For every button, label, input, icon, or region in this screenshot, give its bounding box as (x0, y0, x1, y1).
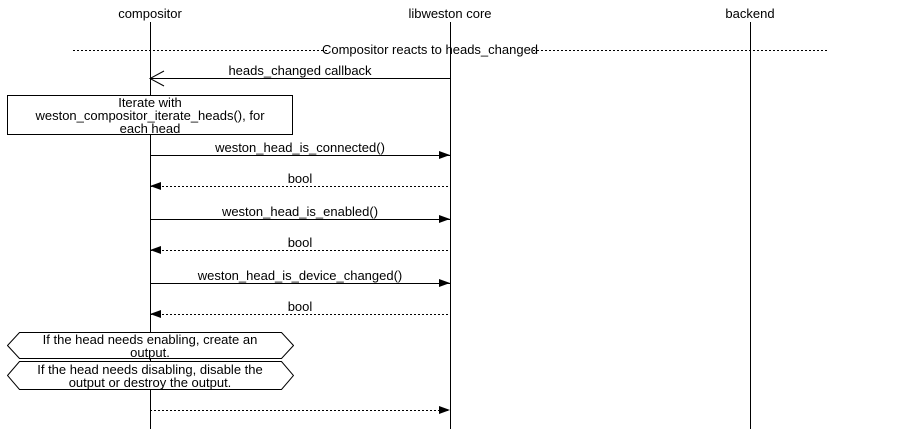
message-label-head-is-enabled: weston_head_is_enabled() (221, 204, 379, 219)
filled-arrowhead-left-icon (150, 246, 161, 254)
divider-line-left (73, 50, 327, 51)
message-label-head-is-device-changed: weston_head_is_device_changed() (197, 268, 403, 283)
filled-arrowhead-left-icon (150, 310, 161, 318)
message-label-head-is-connected: weston_head_is_connected() (215, 140, 385, 155)
filled-arrowhead-right-icon (439, 279, 450, 287)
note-line: If the head needs enabling, create an (42, 332, 258, 347)
message-line-head-is-device-changed (150, 283, 450, 284)
filled-arrowhead-right-icon (439, 406, 450, 414)
note-line: weston_compositor_iterate_heads(), for (35, 107, 265, 123)
participant-label-backend: backend (725, 6, 775, 21)
open-arrowhead-left-icon (149, 70, 165, 87)
message-label-bool-3: bool (287, 299, 313, 314)
note-line: Iterate with (118, 94, 182, 110)
message-line-final-return (150, 410, 450, 411)
message-line-head-is-connected (150, 155, 450, 156)
lifeline-backend (750, 22, 751, 429)
message-label-bool-1: bool (287, 171, 313, 186)
filled-arrowhead-left-icon (150, 182, 161, 190)
message-line-bool-1 (150, 186, 450, 187)
divider-line-right (533, 50, 827, 51)
note-disabling-text: If the head needs disabling, disable the… (20, 363, 280, 389)
participant-label-compositor: compositor (118, 6, 182, 21)
note-line: If the head needs disabling, disable the (37, 362, 263, 377)
note-line: output. (130, 345, 170, 360)
message-line-head-is-enabled (150, 219, 450, 220)
message-line-bool-3 (150, 314, 450, 315)
filled-arrowhead-right-icon (439, 215, 450, 223)
note-line: each head (119, 120, 181, 136)
note-iterate-heads-box: Iterate with weston_compositor_iterate_h… (7, 95, 293, 135)
lifeline-libweston-core (450, 22, 451, 429)
message-label-heads-changed-callback: heads_changed callback (228, 63, 372, 78)
message-label-bool-2: bool (287, 235, 313, 250)
note-enabling-text: If the head needs enabling, create an ou… (20, 333, 280, 359)
note-line: output or destroy the output. (68, 375, 232, 390)
divider-label: Compositor reacts to heads_changed (321, 42, 539, 57)
participant-label-libweston-core: libweston core (408, 6, 492, 21)
note-disabling-hexagon (7, 361, 294, 390)
lifeline-compositor (150, 22, 151, 429)
filled-arrowhead-right-icon (439, 151, 450, 159)
message-line-bool-2 (150, 250, 450, 251)
note-enabling-hexagon (7, 332, 294, 359)
message-line-heads-changed-callback (150, 78, 450, 79)
